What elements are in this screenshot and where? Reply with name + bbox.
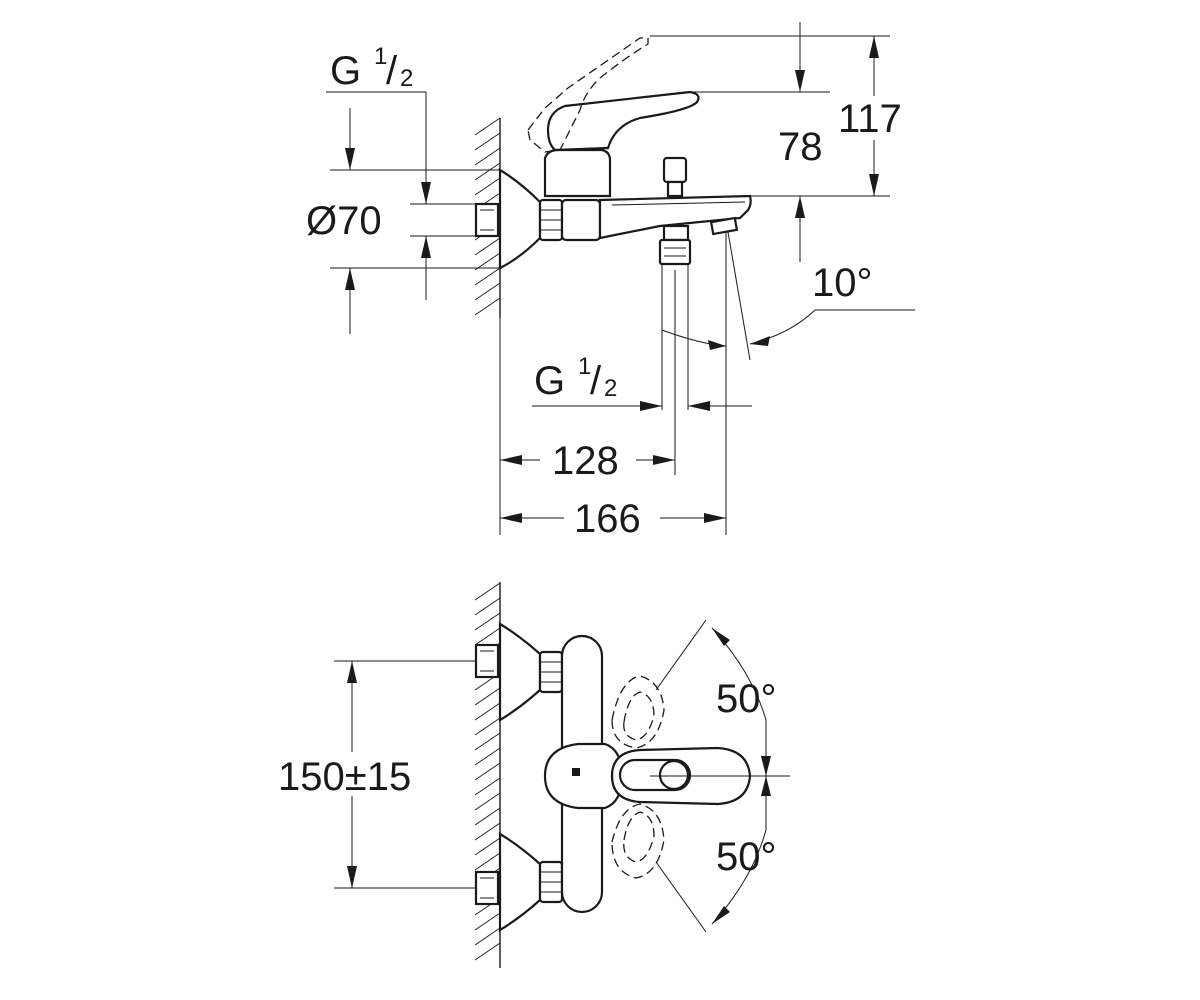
spout [598, 194, 752, 240]
label-projection-total: 166 [574, 497, 641, 541]
label-height-total: 117 [838, 97, 902, 141]
dim-inlet-thread: G 1 / 2 [326, 43, 476, 300]
rosette-lower [498, 832, 542, 932]
diverter-knob [662, 156, 688, 184]
dim-rosette-diameter: Ø70 [306, 108, 500, 334]
label-outlet-thread-slash: / [590, 359, 602, 403]
label-outlet-thread-sup: 1 [578, 353, 591, 380]
label-projection-outlet: 128 [552, 439, 619, 483]
dim-centres: 150±15 [278, 660, 476, 889]
label-height-spout: 78 [778, 125, 823, 169]
aerator [709, 216, 739, 236]
label-lever-angle-up: 50° [716, 677, 777, 721]
label-outlet-thread-sub: 2 [604, 375, 617, 402]
mixer-body [543, 148, 612, 198]
label-centres: 150±15 [278, 755, 411, 799]
cartridge-housing [543, 742, 624, 810]
bottom-outlet [658, 238, 692, 266]
dim-projection-outlet: 128 [500, 436, 675, 483]
label-inlet-thread-sub: 2 [400, 65, 413, 92]
inlet-fitting-lower [474, 870, 500, 906]
label-inlet-thread-slash: / [386, 49, 398, 93]
label-inlet-thread-sup: 1 [374, 43, 387, 70]
side-view: Ø70 G 1 / 2 117 [306, 22, 915, 541]
label-spout-angle: 10° [812, 261, 873, 305]
dim-outlet-thread: G 1 / 2 [532, 353, 752, 411]
lever-handle-raised [527, 37, 649, 153]
front-view: 50° 50° 150±15 [278, 582, 790, 968]
inlet-fitting [474, 202, 500, 238]
dim-projection-total: 166 [500, 494, 726, 541]
rosette [498, 168, 542, 270]
rosette-upper [498, 622, 542, 722]
label-outlet-thread-main: G [534, 359, 565, 403]
inlet-fitting-upper [474, 643, 500, 679]
lever-handle [546, 90, 700, 152]
label-inlet-thread-main: G [330, 49, 361, 93]
label-rosette-diameter: Ø70 [306, 199, 382, 243]
dim-heights: 117 78 [650, 22, 902, 262]
label-lever-angle-down: 50° [716, 835, 777, 879]
wall-front [474, 582, 501, 968]
lever-positions [611, 675, 665, 879]
